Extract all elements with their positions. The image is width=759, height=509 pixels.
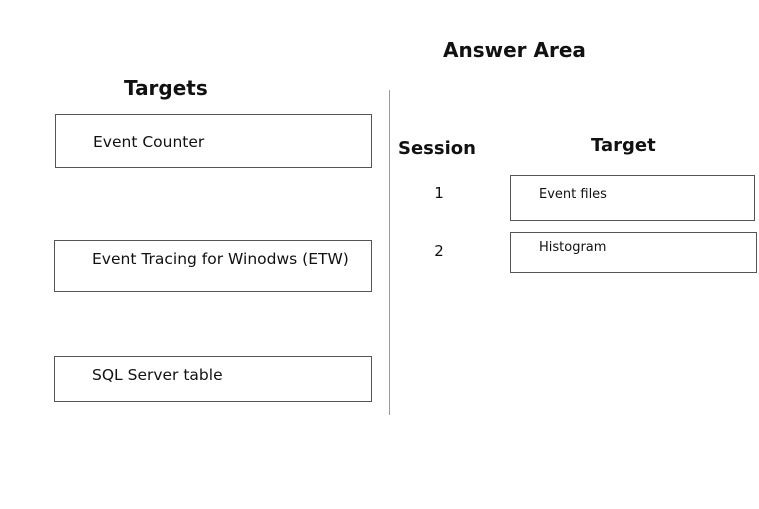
target-option-label: Event Counter (93, 133, 205, 151)
session-column-header: Session (398, 138, 476, 159)
target-option-label: Event Tracing for Winodws (ETW) (92, 250, 349, 268)
session-number: 2 (434, 242, 444, 260)
column-divider (389, 90, 390, 415)
answer-slot-label: Event files (539, 187, 607, 202)
answer-slot-label: Histogram (539, 240, 607, 255)
answer-slot-session-1[interactable]: Event files (510, 175, 755, 221)
target-option-event-counter[interactable]: Event Counter (55, 114, 372, 168)
session-number: 1 (434, 184, 444, 202)
targets-title: Targets (124, 76, 208, 100)
target-column-header: Target (591, 135, 656, 156)
target-option-sql-server-table[interactable]: SQL Server table (54, 356, 372, 402)
target-option-label: SQL Server table (92, 366, 223, 384)
answer-area-title: Answer Area (443, 38, 586, 62)
target-option-etw[interactable]: Event Tracing for Winodws (ETW) (54, 240, 372, 292)
answer-slot-session-2[interactable]: Histogram (510, 232, 757, 273)
